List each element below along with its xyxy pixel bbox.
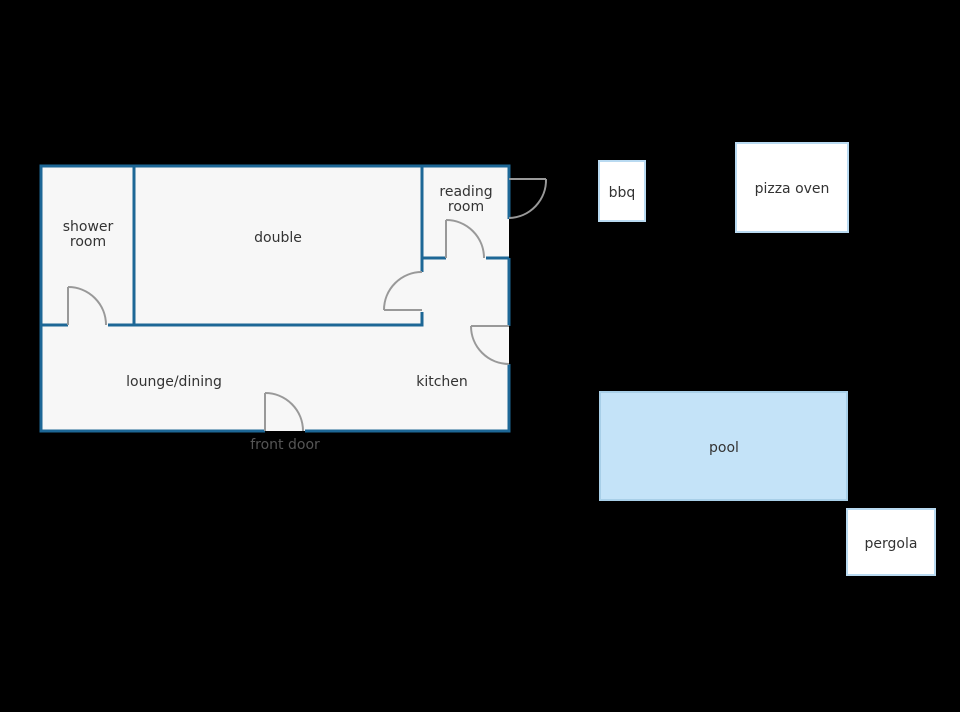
pizza-oven-label: pizza oven <box>755 181 830 197</box>
bbq-label: bbq <box>609 185 636 201</box>
pizza-oven <box>735 142 849 233</box>
reading-room-label-line2: room <box>448 199 484 215</box>
interior-wall <box>41 166 509 327</box>
kitchen-label: kitchen <box>416 374 468 390</box>
shower-room-label-line2: room <box>70 234 106 250</box>
door-double <box>383 271 423 311</box>
pool <box>599 391 848 501</box>
door-reading-room <box>445 219 485 259</box>
pergola-label: pergola <box>865 536 918 552</box>
lounge-dining-label: lounge/dining <box>126 374 222 390</box>
door-kitchen-exterior <box>470 325 510 365</box>
exterior-wall <box>39 164 511 433</box>
pergola <box>846 508 936 576</box>
double-label: double <box>254 230 302 246</box>
front-door-label: front door <box>250 437 320 453</box>
house-floor <box>41 166 509 431</box>
reading-room-label: reading <box>439 184 492 200</box>
shower-room-label: shower <box>63 219 114 235</box>
door-front <box>264 392 304 432</box>
door-reading-room-exterior <box>508 178 548 219</box>
door-shower-room <box>67 286 107 326</box>
bbq <box>598 160 646 222</box>
pool-label: pool <box>709 440 739 456</box>
